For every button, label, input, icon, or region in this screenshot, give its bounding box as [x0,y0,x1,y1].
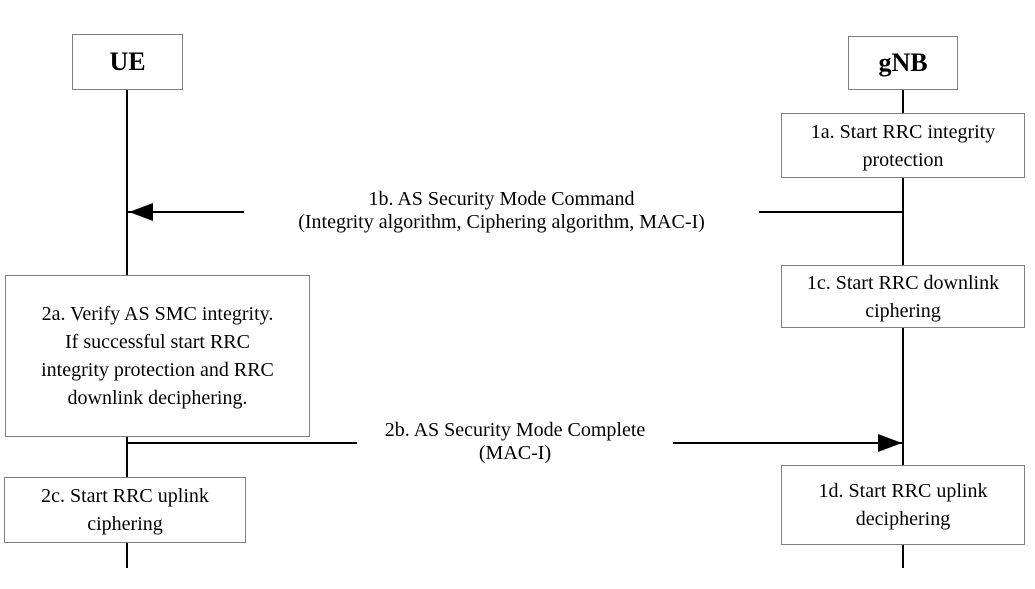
actor-box-ue: UE [72,34,183,90]
message-label-2b: 2b. AS Security Mode Complete (MAC-I) [357,419,673,465]
action-box-1c: 1c. Start RRC downlink ciphering [781,265,1025,328]
gnb-lifeline [902,90,904,568]
actor-box-gnb: gNB [848,36,958,90]
action-box-2c: 2c. Start RRC uplink ciphering [4,477,246,543]
action-box-1d: 1d. Start RRC uplink deciphering [781,465,1025,545]
action-box-2a: 2a. Verify AS SMC integrity. If successf… [5,275,310,437]
action-box-1a: 1a. Start RRC integrity protection [781,113,1025,178]
message-label-1b: 1b. AS Security Mode Command (Integrity … [244,188,759,234]
arrowhead-right-icon [878,434,902,452]
arrowhead-left-icon [129,203,153,221]
